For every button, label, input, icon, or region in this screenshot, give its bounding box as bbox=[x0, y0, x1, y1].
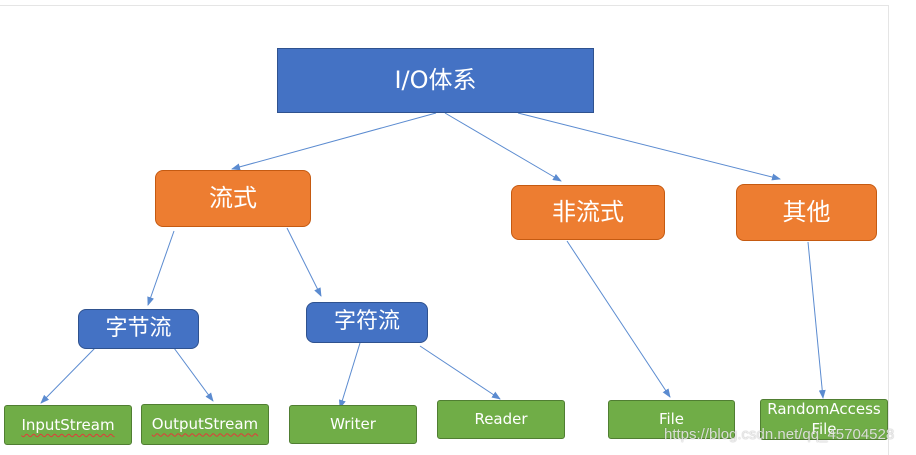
input-stream-node: InputStream bbox=[4, 405, 132, 445]
writer-node: Writer bbox=[289, 405, 417, 444]
non-streaming-node: 非流式 bbox=[511, 185, 665, 240]
edge-root-non-streaming bbox=[444, 112, 562, 182]
edge-char-reader bbox=[419, 345, 501, 400]
other-node: 其他 bbox=[736, 184, 877, 241]
char-stream-node: 字符流 bbox=[306, 302, 428, 343]
reader-node: Reader bbox=[437, 400, 565, 439]
output-stream-label: OutputStream bbox=[151, 415, 259, 434]
root-node: I/O体系 bbox=[277, 48, 594, 113]
random-access-file-node: RandomAccess File bbox=[760, 399, 888, 440]
edge-streaming-char bbox=[286, 227, 322, 297]
edge-byte-output bbox=[173, 347, 214, 402]
edge-byte-input bbox=[40, 347, 96, 404]
edge-root-streaming bbox=[231, 112, 437, 171]
edge-other-raf bbox=[807, 241, 826, 399]
byte-stream-node: 字节流 bbox=[78, 309, 199, 349]
watermark-text: https://blog.csdn.net/qq_45704528 bbox=[664, 426, 895, 443]
output-stream-node: OutputStream bbox=[141, 404, 269, 445]
edge-char-writer bbox=[339, 342, 361, 409]
input-stream-label: InputStream bbox=[21, 415, 115, 434]
right-divider bbox=[888, 5, 889, 455]
edge-root-other bbox=[517, 112, 781, 181]
edge-non-streaming-file bbox=[566, 240, 671, 398]
file-node: File bbox=[608, 400, 735, 439]
streaming-node: 流式 bbox=[155, 170, 311, 227]
edge-streaming-byte bbox=[147, 230, 175, 306]
top-divider bbox=[0, 5, 888, 6]
